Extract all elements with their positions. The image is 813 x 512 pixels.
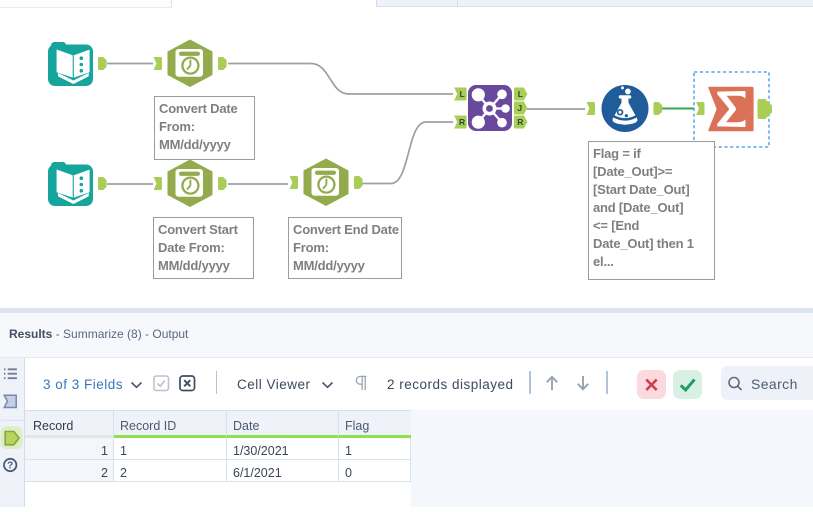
svg-text:R: R <box>459 117 465 127</box>
svg-text:?: ? <box>7 461 13 472</box>
svg-text:J: J <box>517 103 522 113</box>
svg-text:R: R <box>517 117 523 127</box>
svg-text:L: L <box>518 89 523 99</box>
svg-text:L: L <box>460 89 465 99</box>
